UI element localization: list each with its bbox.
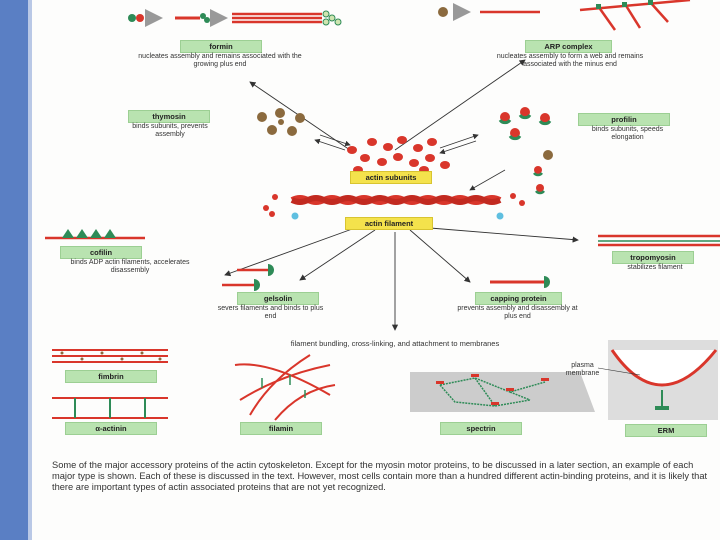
alpha-actinin-illustration [52,397,168,419]
capping-protein-description: prevents assembly and disassembly at plu… [457,305,578,320]
fimbrin-label: fimbrin [65,370,157,383]
fimbrin-illustration [52,349,168,363]
filamin-label: filamin [240,422,322,435]
capping-protein-label: capping protein [475,292,562,305]
erm-label: ERM [625,424,707,437]
slide-side-band [0,0,28,540]
profilin-illustration [498,107,553,195]
equilibrium-arrows [314,133,506,191]
arrow-to-tropomyosin [429,227,579,243]
capping-illustration [490,276,550,288]
slide-side-stripe [28,0,32,540]
arp-illustration [438,0,691,31]
profilin-description: binds subunits, speeds elongation [591,126,664,141]
bundling-description: filament bundling, cross-linking, and at… [290,339,500,348]
spectrin-illustration [410,372,595,412]
arrow-profilin-release [439,140,477,155]
gelsolin-description: severs filaments and binds to plus end [217,305,324,320]
erm-illustration [608,340,718,420]
actin-filament-label: actin filament [345,217,433,230]
actin-subunit-cluster [347,136,450,174]
arp-complex-label: ARP complex [525,40,612,53]
thymosin-illustration [257,108,305,136]
tropomyosin-label: tropomyosin [612,251,694,264]
formin-illustration [128,9,342,27]
actin-filament-illustration [263,193,525,220]
arrow-profilin-to-filament [469,169,506,191]
arrow-thymosin-bind [314,138,346,151]
arrow-thymosin-release [319,134,351,147]
arrow-to-capping [409,229,471,283]
arrow-profilin-bind [439,133,479,149]
alpha-actinin-label: α-actinin [65,422,157,435]
plasma-membrane-pointer [597,367,641,376]
tropomyosin-illustration [598,234,720,247]
actin-subunits-label: actin subunits [350,171,432,184]
cofilin-label: cofilin [60,246,142,259]
formin-label: formin [180,40,262,53]
cofilin-description: binds ADP actin filaments, accelerates d… [70,259,190,274]
thymosin-label: thymosin [128,110,210,123]
spectrin-label: spectrin [440,422,522,435]
formin-description: nucleates assembly and remains associate… [138,53,302,68]
gelsolin-illustration [222,264,274,291]
arrow-to-gelsolin [299,229,376,281]
figure-caption: Some of the major accessory proteins of … [52,460,708,492]
gelsolin-label: gelsolin [237,292,319,305]
plasma-membrane-label: plasma membrane [565,362,600,377]
figure-page [32,0,720,540]
tropomyosin-description: stabilizes filament [627,264,683,271]
cofilin-illustration [45,229,145,240]
arrow-to-arp [394,59,526,151]
thymosin-description: binds subunits, prevents assembly [132,123,208,138]
arrow-to-cofilin [224,227,356,277]
arp-complex-description: nucleates assembly to form a web and rem… [496,53,644,68]
profilin-label: profilin [578,113,670,126]
arrows [224,59,579,331]
filamin-illustration [234,354,336,421]
